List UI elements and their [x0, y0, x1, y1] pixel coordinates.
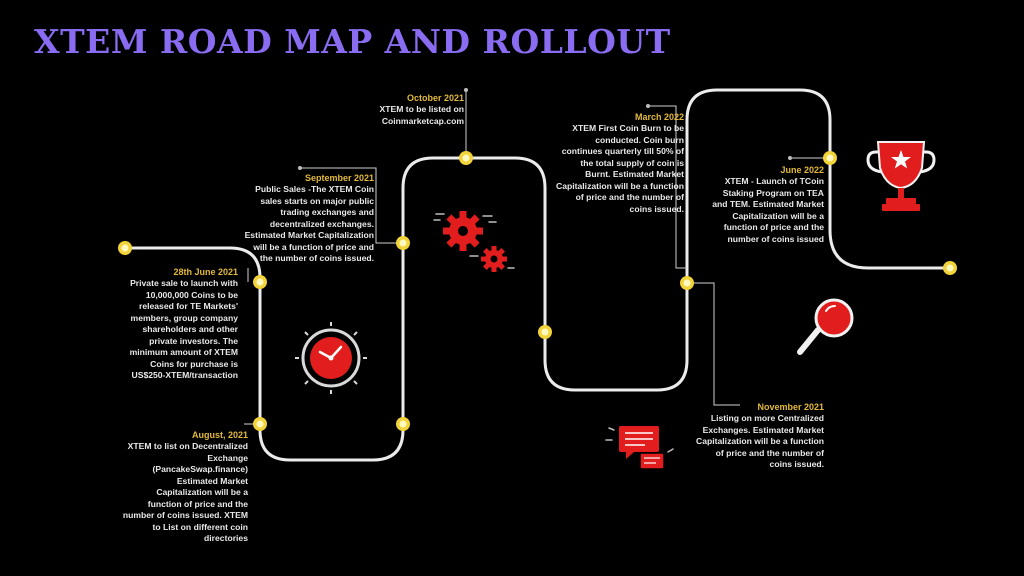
node-mid-descent	[538, 325, 552, 339]
magnifier-icon	[797, 298, 854, 355]
path-caps	[118, 241, 957, 275]
node-october-2021	[459, 151, 473, 165]
milestone-june-2021: 28th June 2021 Private sale to launch wi…	[116, 266, 238, 382]
gears-icon	[433, 211, 515, 272]
node-september-2021	[396, 236, 410, 250]
node-november-2021	[680, 276, 694, 290]
trophy-icon	[866, 141, 936, 211]
node-bottom-turn	[396, 417, 410, 431]
node-june-2021	[253, 275, 267, 289]
milestone-date: November 2021	[757, 402, 824, 412]
milestone-august-2021: August, 2021 XTEM to list on Decentraliz…	[122, 429, 248, 545]
milestone-march-2022: March 2022 XTEM First Coin Burn to be co…	[554, 111, 684, 215]
milestone-june-2022: June 2022 XTEM - Launch of TCoin Staking…	[706, 164, 824, 245]
milestone-date: August, 2021	[191, 430, 248, 440]
milestone-description: Private sale to launch with 10,000,000 C…	[129, 278, 238, 380]
milestone-date: September 2021	[304, 173, 374, 183]
milestone-description: XTEM - Launch of TCoin Staking Program o…	[712, 176, 824, 244]
milestone-description: Listing on more Centralized Exchanges. E…	[696, 413, 824, 469]
roadmap-path	[123, 88, 952, 462]
milestone-description: XTEM First Coin Burn to be conducted. Co…	[556, 123, 684, 214]
milestone-nodes	[253, 151, 837, 431]
milestone-description: Public Sales -The XTEM Coin sales starts…	[244, 184, 374, 263]
node-june-2022	[823, 151, 837, 165]
milestone-date: June 2022	[780, 165, 824, 175]
milestone-description: XTEM to list on Decentralized Exchange (…	[122, 441, 248, 543]
milestone-october-2021: October 2021 XTEM to be listed on Coinma…	[360, 92, 464, 127]
milestone-date: October 2021	[406, 93, 464, 103]
leader-dots	[298, 88, 792, 170]
page-title: XTEM ROAD MAP AND ROLLOUT	[34, 22, 671, 61]
milestone-description: XTEM to be listed on Coinmarketcap.com	[379, 104, 464, 126]
milestone-september-2021: September 2021 Public Sales -The XTEM Co…	[244, 172, 374, 265]
milestone-date: 28th June 2021	[173, 267, 238, 277]
chat-bubbles-icon	[605, 426, 674, 470]
milestone-november-2021: November 2021 Listing on more Centralize…	[694, 401, 824, 471]
node-august-2021	[253, 417, 267, 431]
milestone-date: March 2022	[634, 112, 684, 122]
clock-icon	[295, 322, 367, 394]
